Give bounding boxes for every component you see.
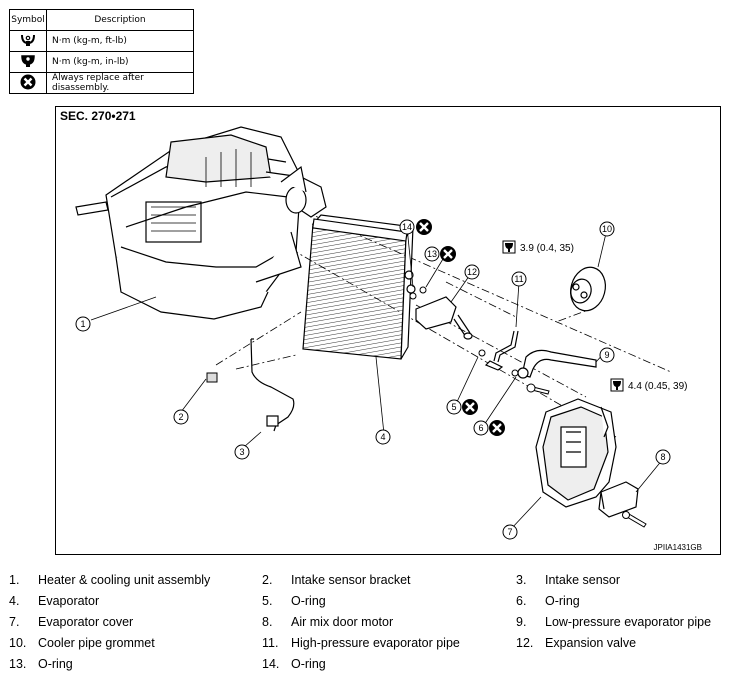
- legend-item: 3.Intake sensor: [516, 573, 621, 587]
- callout-14: 14: [402, 222, 412, 232]
- o-rings: [409, 286, 519, 377]
- symbol-table: Symbol Description N·m (kg-m, ft-lb) N·m…: [9, 9, 194, 94]
- callout-4: 4: [380, 432, 385, 442]
- symbol-description: N·m (kg-m, in-lb): [46, 51, 194, 73]
- torque-value-2: 4.4 (0.45, 39): [628, 381, 687, 392]
- bolts: [526, 383, 647, 528]
- torque-wrench-filled-icon: [21, 54, 35, 67]
- callout-12: 12: [467, 267, 477, 277]
- figure-id: JPIIA1431GB: [653, 543, 702, 552]
- cooler-pipe-grommet: [570, 266, 606, 312]
- intake-sensor-bracket: [206, 372, 218, 383]
- torque-wrench-filled-icon: [610, 378, 624, 392]
- evaporator: [302, 214, 416, 360]
- diagram-canvas: 1 2 3 4 5 6 7 8 9 10 11 12 13 14: [75, 126, 687, 540]
- torque-wrench-filled-icon: [502, 240, 516, 254]
- legend-item: 9.Low-pressure evaporator pipe: [516, 615, 712, 629]
- callout-1: 1: [80, 319, 85, 329]
- callout-10: 10: [602, 224, 612, 234]
- callout-7: 7: [507, 527, 512, 537]
- evaporator-cover: [535, 398, 617, 508]
- symbol-description: N·m (kg-m, ft-lb): [46, 30, 194, 52]
- callout-13: 13: [427, 249, 437, 259]
- legend-item: 2.Intake sensor bracket: [262, 573, 411, 587]
- parts-legend: 1.Heater & cooling unit assembly 2.Intak…: [9, 573, 724, 678]
- callout-8: 8: [660, 452, 665, 462]
- legend-item: 1.Heater & cooling unit assembly: [9, 573, 211, 587]
- callout-9: 9: [604, 350, 609, 360]
- legend-item: 8.Air mix door motor: [262, 615, 394, 629]
- torque-value-1: 3.9 (0.4, 35): [520, 243, 574, 254]
- low-pressure-pipe: [517, 349, 597, 379]
- legend-item: 4.Evaporator: [9, 594, 100, 608]
- air-mix-door-motor: [598, 481, 639, 518]
- callout-2: 2: [178, 412, 183, 422]
- intake-sensor: [250, 338, 295, 432]
- legend-item: 5.O-ring: [262, 594, 326, 608]
- torque-wrench-icon: [21, 34, 35, 46]
- section-label: SEC. 270•271: [60, 109, 136, 123]
- callout-3: 3: [239, 447, 244, 457]
- callout-5: 5: [451, 402, 456, 412]
- callout-numbers: 1 2 3 4 5 6 7 8 9 10 11 12 13 14: [80, 222, 665, 537]
- symbol-description: Always replace after disassembly.: [46, 72, 194, 94]
- leader-lines: [90, 226, 664, 530]
- legend-item: 14.O-ring: [262, 657, 326, 671]
- heater-cooling-unit: [75, 126, 327, 320]
- symbol-header: Symbol: [9, 9, 47, 31]
- legend-item: 6.O-ring: [516, 594, 580, 608]
- legend-item: 10.Cooler pipe grommet: [9, 636, 155, 650]
- high-pressure-pipe: [484, 330, 519, 371]
- legend-item: 11.High-pressure evaporator pipe: [262, 636, 460, 650]
- legend-item: 12.Expansion valve: [516, 636, 637, 650]
- description-header: Description: [46, 9, 194, 31]
- exploded-diagram: SEC. 270•271: [55, 106, 721, 555]
- legend-item: 7.Evaporator cover: [9, 615, 134, 629]
- callout-markers: [75, 219, 671, 540]
- callout-6: 6: [478, 423, 483, 433]
- expansion-valve: [415, 296, 473, 340]
- callout-11: 11: [514, 274, 523, 284]
- legend-item: 13.O-ring: [9, 657, 73, 671]
- always-replace-icon: [20, 74, 36, 89]
